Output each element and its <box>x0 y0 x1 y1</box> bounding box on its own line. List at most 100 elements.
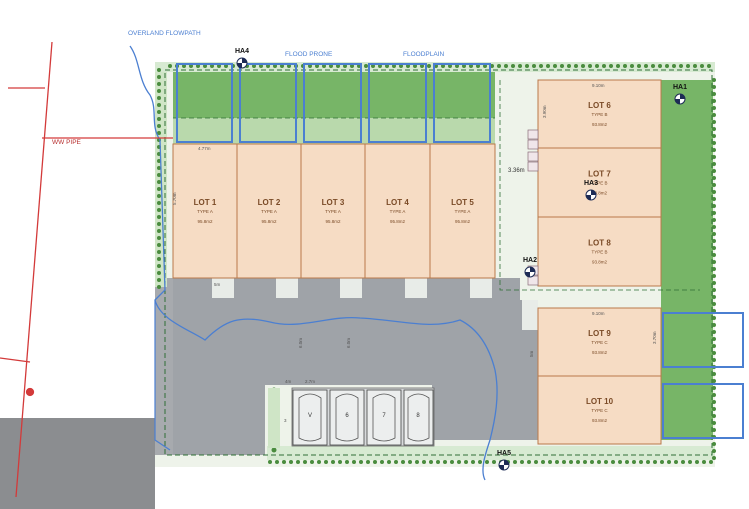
carport-4 <box>403 389 434 446</box>
dim-d8: 4m <box>285 379 292 384</box>
lot-2-area: 95.8m2 <box>261 219 277 224</box>
flood-box-7 <box>662 383 744 439</box>
lots-row-top <box>172 143 496 279</box>
lot-7-name: LOT 7 <box>588 170 611 179</box>
flood-extent-line <box>154 300 171 451</box>
lot-4-shape[interactable] <box>364 143 431 279</box>
marker-label-ha5: HA5 <box>497 450 511 457</box>
lot-8-type: TYPE B <box>591 250 607 255</box>
lot-2-name: LOT 2 <box>258 198 281 207</box>
marker-ha3[interactable]: HA3 <box>584 180 598 201</box>
dim-d1: 5.70m <box>172 192 177 205</box>
lot-1-type: TYPE A <box>197 209 213 214</box>
parking-label-2: 6 <box>345 413 349 419</box>
lot-4-name: LOT 4 <box>386 198 409 207</box>
lot-9-shape[interactable] <box>537 307 662 377</box>
flood-areas <box>176 63 744 439</box>
flood-box-2 <box>239 63 297 143</box>
road-left <box>0 418 155 509</box>
parking-label-3: 7 <box>382 413 386 419</box>
lot-6-name: LOT 6 <box>588 101 611 110</box>
carports: V 6 7 8 <box>291 387 435 447</box>
ww-pipe <box>0 41 173 498</box>
overland-flowpath-label: OVERLAND FLOWPATH <box>128 30 201 37</box>
marker-ha1[interactable]: HA1 <box>673 84 687 105</box>
lot-10-shape[interactable] <box>537 375 662 445</box>
lot-5-type: TYPE A <box>455 209 471 214</box>
lot-4-area: 95.8m2 <box>390 219 406 224</box>
lot-1-name: LOT 1 <box>194 198 217 207</box>
marker-label-ha3: HA3 <box>584 180 598 187</box>
lot-3-type: TYPE A <box>325 209 341 214</box>
dim-gap: 3.36m <box>508 168 525 174</box>
marker-ha5[interactable]: HA5 <box>497 450 511 471</box>
lot-7-shape[interactable] <box>537 147 662 218</box>
bin-4 <box>527 161 539 172</box>
flood-box-6 <box>662 312 744 368</box>
marker-ha4[interactable]: HA4 <box>235 48 249 69</box>
green-right <box>661 80 713 440</box>
path-3 <box>340 278 362 298</box>
lot-8-shape[interactable] <box>537 216 662 287</box>
driveway <box>155 278 538 455</box>
marker-label-ha2: HA2 <box>523 257 537 264</box>
drive-strip <box>155 278 173 455</box>
lot-2-type: TYPE A <box>261 209 277 214</box>
lot-3-name: LOT 3 <box>322 198 345 207</box>
dimensions: 3.36m 4.77m 9.10m 9.10m 5.70m 3.90m 3.70… <box>172 83 657 423</box>
bin-1 <box>527 129 539 140</box>
lot-10-area: 93.8m2 <box>592 418 608 423</box>
dim-w1: 4.77m <box>198 146 211 151</box>
parking-label-1: V <box>308 413 312 419</box>
lot-6-shape[interactable] <box>537 79 662 149</box>
lot-5-name: LOT 5 <box>451 198 474 207</box>
path-4 <box>405 278 427 298</box>
lot-7-area: 93.8m2 <box>592 191 608 196</box>
dim-d5: 6.0m <box>298 338 303 348</box>
bin-2 <box>527 139 539 150</box>
lot-1-area: 95.8m2 <box>197 219 213 224</box>
lot-10-type: TYPE C <box>591 408 608 413</box>
marker-label-ha1: HA1 <box>673 84 687 91</box>
path-5 <box>470 278 492 298</box>
flood-box-1 <box>176 63 233 143</box>
site-boundary <box>164 69 713 456</box>
setback-line-2 <box>499 80 700 291</box>
lot-4-type: TYPE A <box>390 209 406 214</box>
dim-d4: 5m <box>214 282 221 287</box>
lot-5-shape[interactable] <box>429 143 496 279</box>
lot-1-shape[interactable] <box>172 143 238 279</box>
flood-prone-label: FLOOD PRONE <box>285 51 333 58</box>
path-1 <box>212 278 234 298</box>
lot-7-type: TYPE B <box>591 181 607 186</box>
lot-10-name: LOT 10 <box>586 397 614 406</box>
overland-flowpath-line <box>129 45 498 481</box>
path-6 <box>522 300 538 330</box>
lot-8-name: LOT 8 <box>588 239 611 248</box>
bin-3 <box>527 151 539 162</box>
lot-9-name: LOT 9 <box>588 329 611 338</box>
dim-d2: 3.90m <box>542 105 547 118</box>
floodplain-label: FLOODPLAIN <box>403 51 444 58</box>
lot-8-area: 93.8m2 <box>592 260 608 265</box>
lot-9-type: TYPE C <box>591 340 608 345</box>
parking-label-4: 8 <box>416 413 420 419</box>
flood-box-5 <box>433 63 491 143</box>
marker-ha2[interactable]: HA2 <box>523 257 537 278</box>
bin-store <box>268 388 280 448</box>
dim-d7: 5m <box>529 350 534 357</box>
flood-box-3 <box>303 63 362 143</box>
dim-w2: 9.10m <box>592 83 605 88</box>
dim-w3: 9.10m <box>592 311 605 316</box>
dim-d9: 2.7m <box>305 379 315 384</box>
lot-3-area: 95.8m2 <box>325 219 341 224</box>
dim-d6: 6.0m <box>346 338 351 348</box>
dim-d3: 3.70m <box>652 331 657 344</box>
ww-pipe-label: WW PIPE <box>52 139 82 146</box>
lot-labels: LOT 1 TYPE A 95.8m2 LOT 2 TYPE A 95.8m2 LOT 3 T… <box>194 101 614 423</box>
flood-box-4 <box>368 63 427 143</box>
lot-6-area: 93.8m2 <box>592 122 608 127</box>
marker-label-ha4: HA4 <box>235 48 249 55</box>
